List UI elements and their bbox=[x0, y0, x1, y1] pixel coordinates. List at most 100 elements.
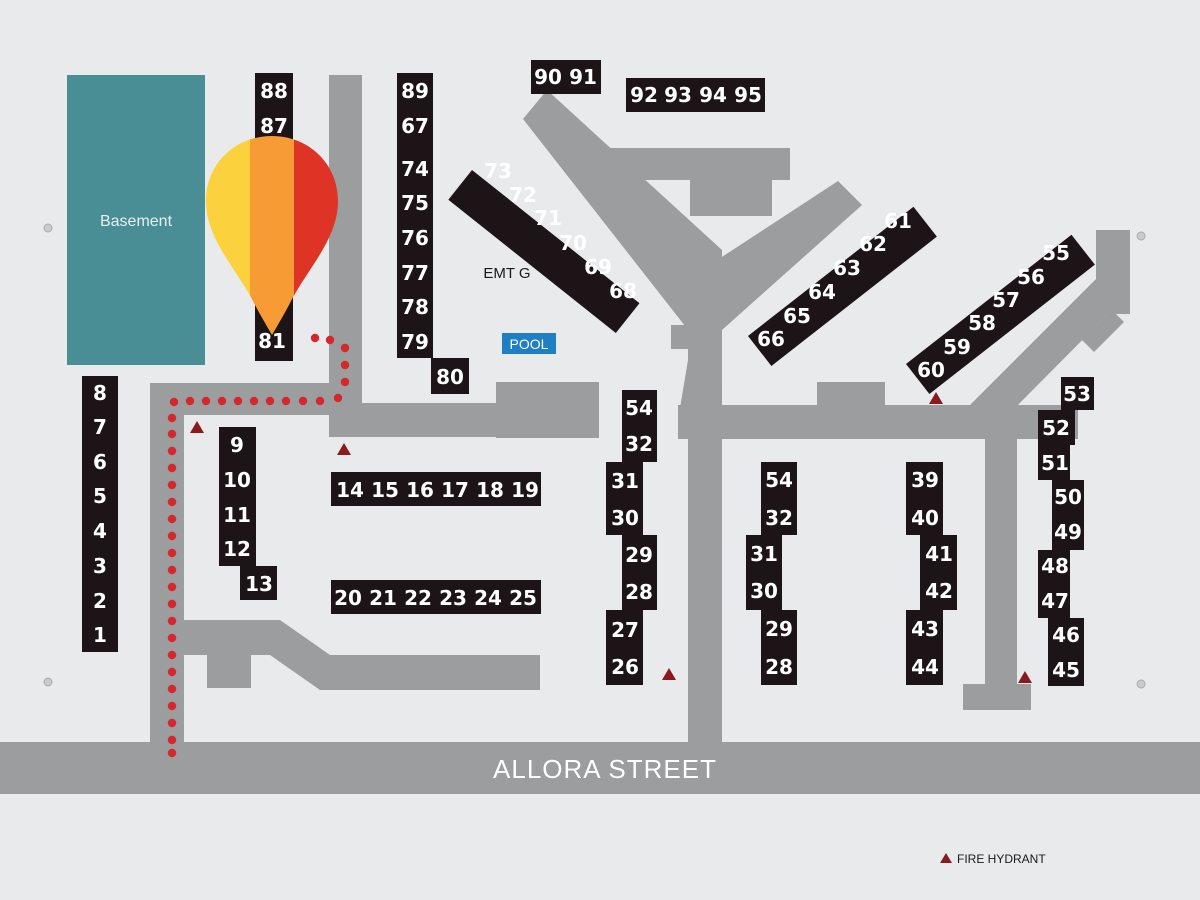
unit-label: 62 bbox=[859, 232, 887, 256]
unit-block-80 bbox=[431, 358, 469, 394]
emt-label: EMT G bbox=[483, 265, 530, 282]
east-south-stub bbox=[963, 684, 1031, 710]
unit-label: 8 bbox=[93, 381, 107, 405]
unit-label: 52 bbox=[1042, 416, 1070, 440]
unit-label: 28 bbox=[765, 655, 793, 679]
unit-label: 68 bbox=[609, 279, 637, 303]
unit-label: 58 bbox=[968, 311, 996, 335]
map-legend: FIRE HYDRANT bbox=[940, 852, 1046, 866]
fork-right-road bbox=[702, 181, 862, 330]
unit-label: 23 bbox=[439, 586, 467, 610]
unit-label: 79 bbox=[401, 330, 429, 354]
unit-label: 95 bbox=[734, 83, 762, 107]
unit-label: 22 bbox=[404, 586, 432, 610]
unit-label: 65 bbox=[783, 304, 811, 328]
unit-block-45-53 bbox=[1038, 377, 1094, 686]
unit-label: 56 bbox=[1017, 265, 1045, 289]
unit-label: 49 bbox=[1054, 520, 1082, 544]
unit-label: 16 bbox=[406, 478, 434, 502]
unit-label: 9 bbox=[230, 433, 244, 457]
unit-label: 66 bbox=[757, 327, 785, 351]
road-network: ALLORA STREET bbox=[0, 75, 1200, 794]
unit-label: 2 bbox=[93, 589, 107, 613]
south-lot-stub bbox=[207, 648, 251, 688]
unit-label: 40 bbox=[911, 506, 939, 530]
unit-label: 31 bbox=[611, 469, 639, 493]
northeast-road bbox=[1096, 230, 1130, 314]
balloon-location-pin-icon bbox=[206, 136, 338, 335]
street-label: ALLORA STREET bbox=[493, 754, 717, 784]
unit-label: 50 bbox=[1054, 485, 1082, 509]
unit-label: 64 bbox=[808, 280, 836, 304]
unit-label: 46 bbox=[1052, 623, 1080, 647]
unit-label: 41 bbox=[925, 542, 953, 566]
unit-label: 30 bbox=[750, 579, 778, 603]
unit-label: 13 bbox=[245, 572, 273, 596]
unit-block-28-54-east bbox=[746, 462, 797, 685]
mounting-screws bbox=[43, 223, 1146, 689]
fork-left-road bbox=[523, 90, 722, 340]
unit-label: 6 bbox=[93, 450, 107, 474]
unit-block-92-95 bbox=[626, 78, 765, 112]
unit-label: 21 bbox=[369, 586, 397, 610]
basement-area bbox=[67, 75, 205, 365]
fire-hydrant-markers bbox=[190, 392, 1032, 683]
unit-label: 43 bbox=[911, 617, 939, 641]
unit-label: 11 bbox=[223, 503, 251, 527]
unit-label: 53 bbox=[1063, 382, 1091, 406]
basement-label: Basement bbox=[100, 213, 173, 230]
legend-hydrant-label: FIRE HYDRANT bbox=[957, 852, 1046, 866]
unit-label: 91 bbox=[569, 65, 597, 89]
fire-hydrant-icon bbox=[337, 443, 351, 455]
unit-label: 45 bbox=[1052, 658, 1080, 682]
unit-label: 93 bbox=[664, 83, 692, 107]
unit-label: 24 bbox=[474, 586, 502, 610]
unit-label: 59 bbox=[943, 335, 971, 359]
unit-label: 71 bbox=[534, 206, 562, 230]
north-connector-road bbox=[150, 383, 346, 415]
unit-label: 69 bbox=[584, 255, 612, 279]
unit-label: 4 bbox=[93, 519, 107, 543]
route-path bbox=[167, 333, 350, 758]
unit-label: 90 bbox=[534, 65, 562, 89]
trunk-side-stub bbox=[671, 325, 721, 349]
unit-label: 12 bbox=[223, 537, 251, 561]
fire-hydrant-icon bbox=[1018, 671, 1032, 683]
unit-label: 42 bbox=[925, 579, 953, 603]
unit-label: 94 bbox=[699, 83, 727, 107]
unit-label: 72 bbox=[509, 183, 537, 207]
unit-block-14-19 bbox=[331, 472, 541, 506]
unit-label: 47 bbox=[1041, 589, 1069, 613]
unit-label: 73 bbox=[484, 159, 512, 183]
unit-label: 26 bbox=[611, 655, 639, 679]
unit-block-39-44 bbox=[906, 462, 957, 685]
pool-badge bbox=[502, 333, 556, 354]
unit-label: 31 bbox=[750, 542, 778, 566]
unit-block-1-8 bbox=[82, 376, 118, 652]
pool-label: POOL bbox=[510, 336, 549, 352]
unit-label: 89 bbox=[401, 79, 429, 103]
unit-block-90-91 bbox=[531, 60, 601, 94]
unit-label: 32 bbox=[625, 432, 653, 456]
unit-label: 5 bbox=[93, 484, 107, 508]
unit-label: 27 bbox=[611, 618, 639, 642]
unit-block-20-25 bbox=[331, 580, 541, 614]
unit-label: 17 bbox=[441, 478, 469, 502]
unit-label: 29 bbox=[765, 617, 793, 641]
unit-label: 76 bbox=[401, 226, 429, 250]
unit-label: 32 bbox=[765, 506, 793, 530]
unit-block-67-89 bbox=[397, 73, 433, 358]
unit-label: 29 bbox=[625, 543, 653, 567]
east-parking-stub bbox=[817, 382, 885, 412]
unit-blocks: 8 7 6 5 4 3 2 1 88 87 81 89 67 74 75 76 … bbox=[82, 60, 1095, 686]
unit-label: 61 bbox=[884, 209, 912, 233]
unit-label: 14 bbox=[336, 478, 364, 502]
unit-label: 54 bbox=[625, 396, 653, 420]
unit-label: 55 bbox=[1042, 241, 1070, 265]
unit-label: 28 bbox=[625, 580, 653, 604]
unit-block-9-13 bbox=[219, 427, 277, 600]
unit-block-55-60 bbox=[906, 234, 1095, 394]
unit-label: 74 bbox=[401, 157, 429, 181]
unit-label: 20 bbox=[334, 586, 362, 610]
